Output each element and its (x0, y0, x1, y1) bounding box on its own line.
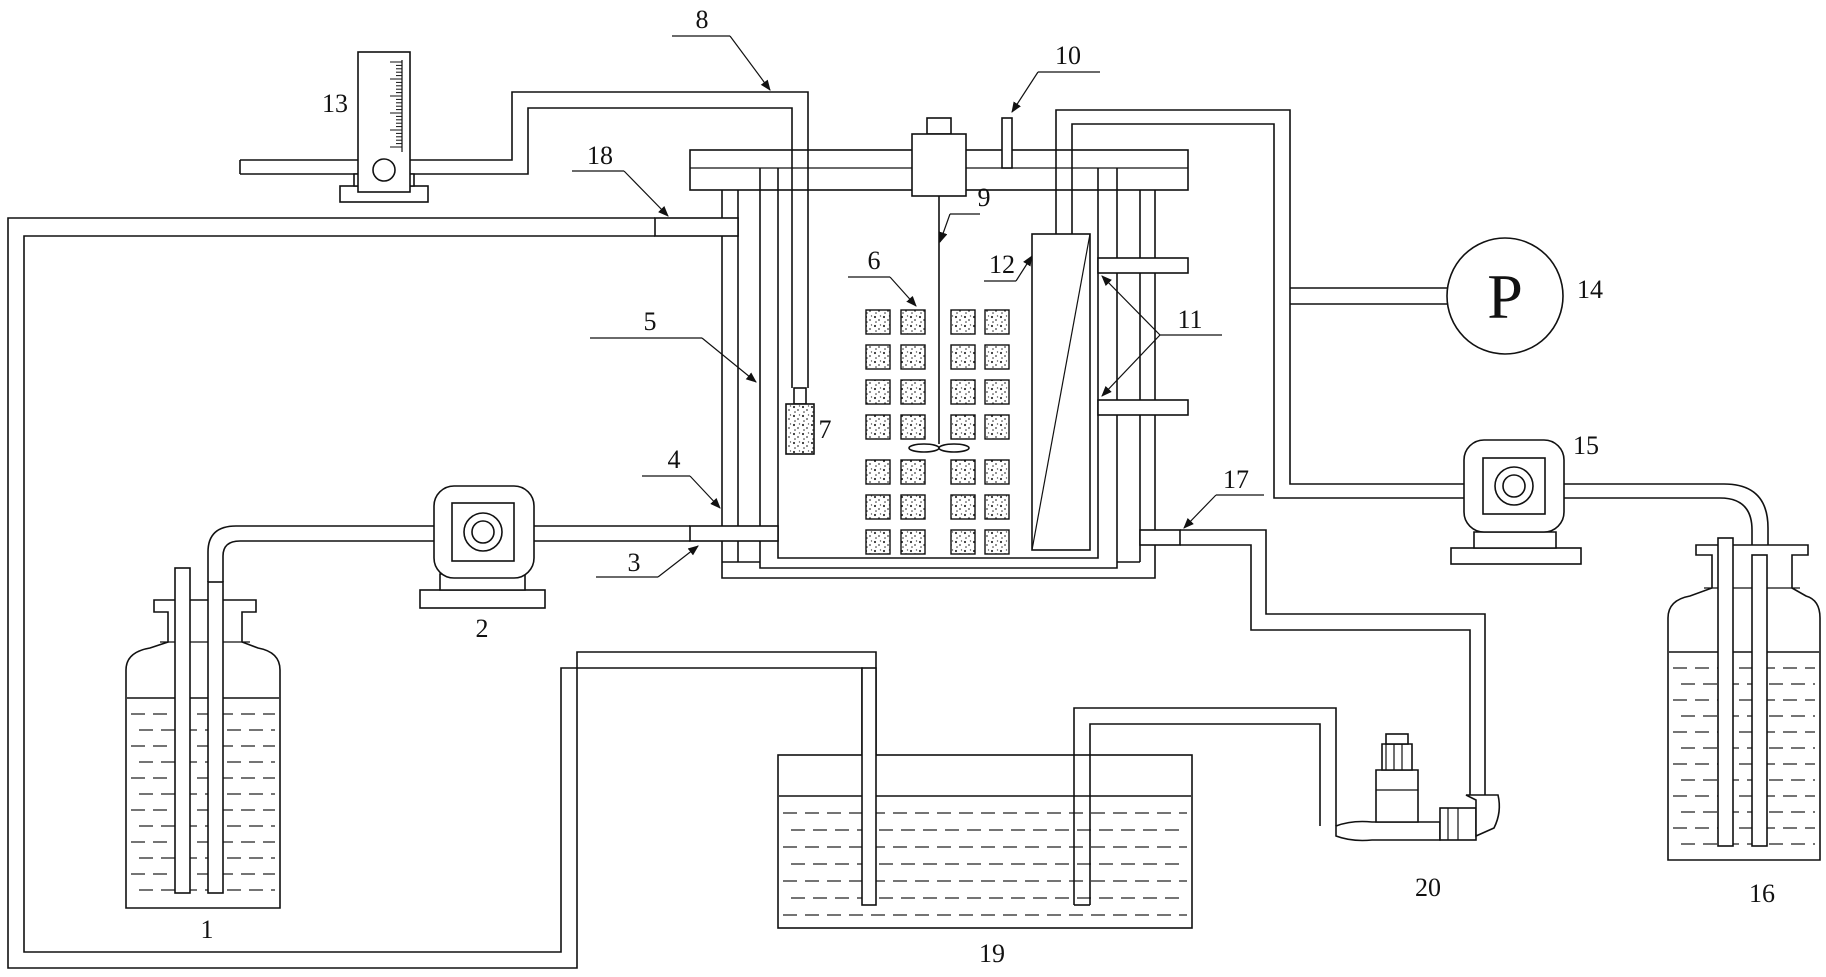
label-11: 11 (1177, 305, 1202, 334)
biocarrier-cube (900, 344, 926, 370)
gas-outlet-pipe (1564, 483, 1769, 555)
biocarrier-grid (865, 309, 1010, 555)
label-6: 6 (868, 246, 881, 275)
biocarrier-cube (865, 344, 891, 370)
biocarrier-cube (950, 414, 976, 440)
biocarrier-cube (865, 309, 891, 335)
water-tank (777, 754, 1193, 929)
feed-pipe (207, 525, 690, 582)
label-20: 20 (1415, 873, 1441, 902)
biocarrier-cube (900, 379, 926, 405)
biocarrier-cube (984, 414, 1010, 440)
jacket-feed-pipe (1180, 529, 1486, 795)
biocarrier-cube (865, 494, 891, 520)
settling-baffle (1031, 233, 1091, 551)
sample-port-upper (1097, 257, 1189, 274)
stirrer (908, 117, 970, 453)
submersible-pump (1335, 733, 1501, 842)
label-16: 16 (1749, 879, 1775, 908)
biocarrier-cube (984, 379, 1010, 405)
jacket-inlet-port (1139, 529, 1181, 546)
biocarrier-cube (950, 459, 976, 485)
air-line (239, 91, 815, 455)
biocarrier-cube (865, 529, 891, 555)
biocarrier-cube (950, 309, 976, 335)
biocarrier-cube (950, 344, 976, 370)
air-diffuser (785, 403, 815, 455)
flowmeter (339, 51, 429, 203)
label-7: 7 (819, 415, 832, 444)
feed-bottle (125, 567, 281, 909)
sample-port-lower (1097, 399, 1189, 416)
label-3: 3 (628, 548, 641, 577)
biocarrier-cube (900, 494, 926, 520)
biocarrier-cube (950, 494, 976, 520)
callout-labels: 1 2 3 4 5 6 7 8 9 10 11 12 13 14 15 16 1… (201, 5, 1776, 968)
label-14: 14 (1577, 275, 1603, 304)
biocarrier-cube (865, 459, 891, 485)
biocarrier-cube (900, 309, 926, 335)
label-2: 2 (476, 614, 489, 643)
inlet-port (689, 525, 779, 542)
biocarrier-cube (865, 414, 891, 440)
biocarrier-cube (865, 379, 891, 405)
tank-pipes (861, 667, 1337, 906)
biocarrier-cube (950, 529, 976, 555)
biocarrier-cube (900, 414, 926, 440)
biocarrier-cube (984, 459, 1010, 485)
biocarrier-cube (950, 379, 976, 405)
pressure-gauge: P (1446, 237, 1564, 355)
biocarrier-cube (984, 529, 1010, 555)
label-19: 19 (979, 939, 1005, 968)
label-12: 12 (989, 250, 1015, 279)
label-17: 17 (1223, 465, 1249, 494)
label-9: 9 (978, 183, 991, 212)
label-1: 1 (201, 915, 214, 944)
biocarrier-cube (984, 309, 1010, 335)
label-4: 4 (668, 445, 681, 474)
label-13: 13 (322, 89, 348, 118)
collection-bottle (1667, 537, 1821, 861)
biocarrier-cube (984, 494, 1010, 520)
gauge-symbol: P (1487, 261, 1523, 332)
label-15: 15 (1573, 431, 1599, 460)
gas-line (1055, 109, 1474, 499)
jacket-outlet-port (654, 217, 739, 237)
label-10: 10 (1055, 41, 1081, 70)
label-8: 8 (696, 5, 709, 34)
vent-pipe (1001, 117, 1013, 169)
biocarrier-cube (984, 344, 1010, 370)
gas-pump (1450, 439, 1582, 565)
feed-pump (419, 485, 546, 609)
biocarrier-cube (900, 459, 926, 485)
label-5: 5 (644, 307, 657, 336)
leader-lines (572, 35, 1264, 578)
biocarrier-cube (900, 529, 926, 555)
label-18: 18 (587, 141, 613, 170)
